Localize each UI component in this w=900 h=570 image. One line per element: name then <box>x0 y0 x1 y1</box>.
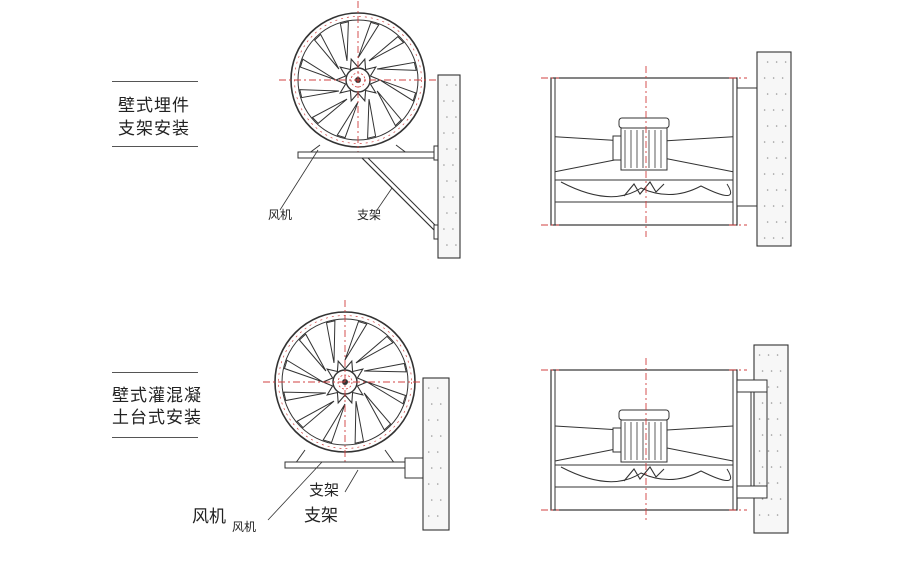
side2-cone-left-2 <box>554 447 622 462</box>
fan-blade <box>368 35 405 62</box>
fan-blade <box>339 21 349 61</box>
fan-blade <box>298 333 327 372</box>
wall-section-2 <box>422 377 450 531</box>
side2-motor-cap <box>618 409 670 421</box>
fan-blade <box>379 79 417 102</box>
fan-leader <box>279 149 319 211</box>
side1-wall-plate <box>736 87 758 207</box>
side2-wall-plate <box>736 391 752 487</box>
title-rule-bottom-2 <box>112 437 198 438</box>
fan-blade <box>299 89 339 99</box>
fan-side-view-2 <box>541 344 789 534</box>
side1-blades <box>560 181 732 198</box>
section2-fan-label-sub: 风机 <box>232 520 257 534</box>
bracket-leader <box>376 187 393 211</box>
fan-blade <box>344 320 368 361</box>
fan-blade <box>367 99 377 139</box>
fan-blade <box>376 90 403 127</box>
side2-cone-right <box>666 425 734 431</box>
fan-blade <box>354 401 365 444</box>
fan-blade <box>377 61 417 71</box>
title-rule-bottom-1 <box>112 146 198 147</box>
section1-title-line1: 壁式埋件 <box>118 96 190 116</box>
side1-cone-right-2 <box>666 158 734 173</box>
fan-blade <box>311 98 348 125</box>
side1-cone-right <box>666 136 734 142</box>
side2-motor-body <box>620 419 668 463</box>
side2-cone-left <box>554 425 622 431</box>
fan-blade <box>296 400 335 429</box>
section1-title-line2: 支架安装 <box>118 119 190 139</box>
fan-blade <box>366 381 407 405</box>
bracket-platform <box>297 151 439 159</box>
bracket-platform <box>284 461 426 469</box>
title-rule-top-1 <box>112 81 198 82</box>
side1-motor-body <box>620 127 668 171</box>
pedestal-block <box>404 457 424 479</box>
side2-pedestal-top <box>736 379 768 393</box>
side2-cone-right-2 <box>666 447 734 462</box>
side2-blades <box>560 466 732 483</box>
fan-side-view-1 <box>541 51 792 247</box>
side2-hub <box>623 466 665 482</box>
section2-title-line1: 壁式灌混凝 <box>112 386 202 406</box>
side1-hub <box>623 181 665 197</box>
fan-blade <box>355 335 394 364</box>
side2-wall <box>753 344 789 534</box>
fan-blade <box>313 33 340 70</box>
bracket-leader <box>344 469 359 493</box>
fan-blade <box>325 320 336 363</box>
fan-blade <box>336 101 359 139</box>
fan-blade <box>299 58 337 81</box>
side2-pedestal-bottom <box>736 485 768 499</box>
fan-blade <box>283 391 326 402</box>
section2-bracket-label-large: 支架 <box>304 506 338 526</box>
section2-bracket-label-small: 支架 <box>309 481 340 499</box>
title-rule-top-2 <box>112 372 198 373</box>
bracket-strut-inner <box>367 157 437 227</box>
fan-front-view-1 <box>279 1 461 259</box>
side1-cone-left <box>554 136 622 142</box>
bracket-strut <box>361 157 437 233</box>
fan-blade <box>283 359 324 383</box>
wall-plate-top <box>433 145 439 161</box>
section1-bracket-label: 支架 <box>357 208 382 222</box>
side1-cone-left-2 <box>554 158 622 173</box>
side1-motor-box <box>612 135 622 161</box>
side1-wall <box>756 51 792 247</box>
fan-front-view-2 <box>263 300 450 531</box>
fan-blade <box>322 403 346 444</box>
side1-motor-cap <box>618 117 670 129</box>
wall-plate-bottom <box>433 224 439 240</box>
section1-fan-label: 风机 <box>268 208 293 222</box>
section2-fan-label-large: 风机 <box>192 507 226 527</box>
fan-blade <box>363 392 392 431</box>
fan-blade <box>357 21 380 59</box>
section2-title-line2: 土台式安装 <box>112 408 202 428</box>
wall-section-1 <box>437 74 461 259</box>
fan-leader <box>267 461 323 521</box>
fan-blade <box>364 362 407 373</box>
side2-motor-box <box>612 427 622 453</box>
